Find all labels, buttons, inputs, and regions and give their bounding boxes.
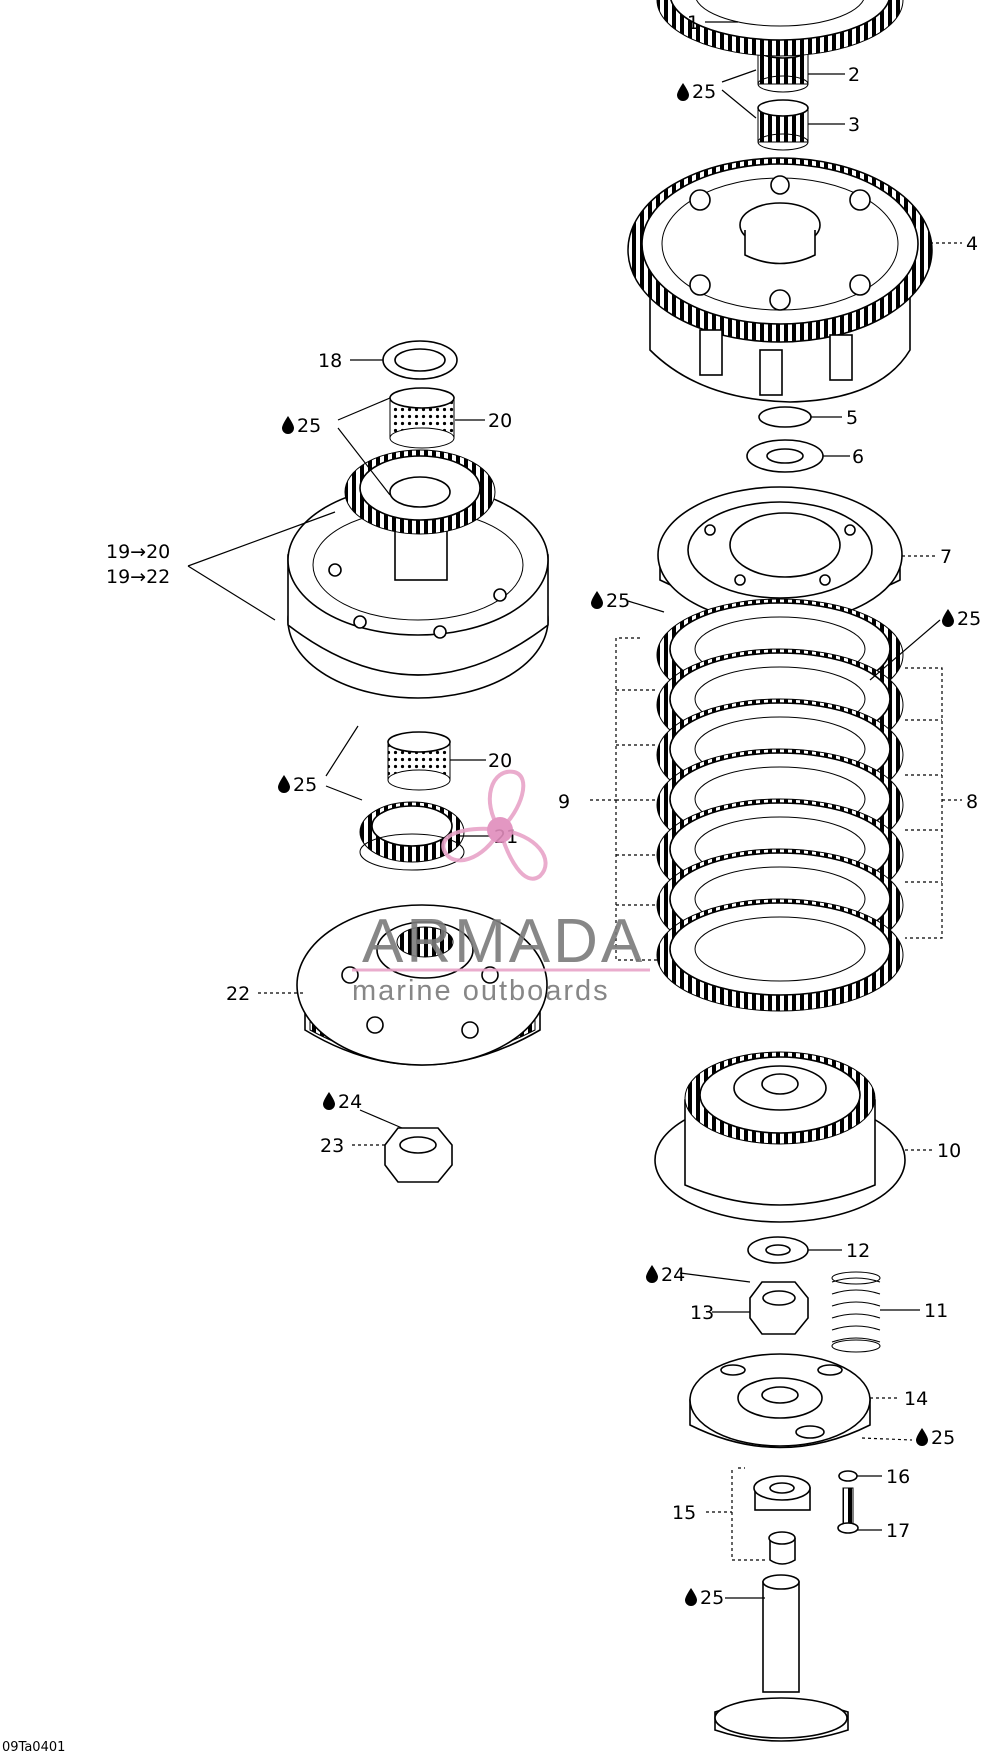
starter-gear-assembly-part-19 xyxy=(287,449,549,699)
callout-20-lower: 20 xyxy=(488,750,512,772)
callout-15: 15 xyxy=(672,1502,696,1524)
washer-part-18 xyxy=(382,340,458,380)
callout-11: 11 xyxy=(924,1300,948,1322)
callout-13: 13 xyxy=(690,1302,714,1324)
lubricant-callout-24-right: 24 xyxy=(646,1264,685,1286)
callout-18: 18 xyxy=(318,350,342,372)
watermark-subtitle: marine outboards xyxy=(352,975,610,1007)
callout-10: 10 xyxy=(937,1140,961,1162)
pressure-plate-part-7 xyxy=(657,486,903,624)
push-rod-shaft xyxy=(714,1574,849,1742)
oil-drop-icon xyxy=(677,83,689,101)
needle-bearing-part-3 xyxy=(757,99,809,151)
callout-20-upper: 20 xyxy=(488,410,512,432)
svg-text:25: 25 xyxy=(293,774,317,796)
svg-text:25: 25 xyxy=(700,1587,724,1609)
o-ring-part-5 xyxy=(758,406,812,428)
svg-text:25: 25 xyxy=(297,415,321,437)
svg-text:24: 24 xyxy=(338,1091,362,1113)
watermark: ARMADA marine outboards xyxy=(352,769,650,1007)
callout-22: 22 xyxy=(226,983,250,1005)
figure-reference-code: 09Ta0401 xyxy=(2,1740,66,1755)
clutch-housing-part-4 xyxy=(627,157,933,403)
lubricant-callout-25-plates-left: 25 xyxy=(591,590,630,612)
clutch-plate-stack-parts-8-9 xyxy=(656,0,904,1012)
oil-drop-icon xyxy=(323,1092,335,1110)
lubricant-callout-25-lower-left: 25 xyxy=(278,774,317,796)
svg-text:25: 25 xyxy=(957,608,981,630)
oil-drop-icon xyxy=(685,1588,697,1606)
nut-part-13 xyxy=(749,1281,809,1335)
callout-1: 1 xyxy=(687,12,699,34)
watermark-title: ARMADA xyxy=(362,907,645,976)
callout-2: 2 xyxy=(848,64,860,86)
callout-12: 12 xyxy=(846,1240,870,1262)
washer-part-6 xyxy=(746,439,824,473)
spring-part-11 xyxy=(831,1271,881,1353)
oil-drop-icon xyxy=(591,591,603,609)
callout-4: 4 xyxy=(966,233,978,255)
lubricant-callout-25-lifter: 25 xyxy=(916,1427,955,1449)
propeller-logo-icon xyxy=(441,769,548,881)
lubricant-callout-25-shaft: 25 xyxy=(685,1587,724,1609)
callout-23: 23 xyxy=(320,1135,344,1157)
callout-8: 8 xyxy=(966,791,978,813)
callout-14: 14 xyxy=(904,1388,928,1410)
callout-3: 3 xyxy=(848,114,860,136)
screw-part-17 xyxy=(837,1487,859,1534)
lubricant-callout-25-upper-left: 25 xyxy=(282,415,321,437)
lifter-plate-part-14 xyxy=(689,1353,871,1449)
callout-16: 16 xyxy=(886,1466,910,1488)
callout-7: 7 xyxy=(940,546,952,568)
oil-drop-icon xyxy=(282,416,294,434)
oil-drop-icon xyxy=(278,775,290,793)
lubricant-callout-24-left: 24 xyxy=(323,1091,362,1113)
callout-19-20: 19→20 xyxy=(106,541,170,563)
oil-drop-icon xyxy=(916,1428,928,1446)
lubricant-callout-25-plates-right: 25 xyxy=(942,608,981,630)
svg-text:25: 25 xyxy=(606,590,630,612)
washer-part-12 xyxy=(747,1236,809,1264)
svg-text:24: 24 xyxy=(661,1264,685,1286)
sprag-clutch-part-21 xyxy=(359,801,465,871)
callout-9: 9 xyxy=(558,791,570,813)
oil-drop-icon xyxy=(646,1265,658,1283)
bushing-part-20-upper xyxy=(389,387,455,449)
callout-6: 6 xyxy=(852,446,864,468)
one-way-clutch-housing-part-22 xyxy=(296,904,548,1066)
oil-drop-icon xyxy=(942,609,954,627)
lubricant-callout-25-top: 25 xyxy=(677,81,716,103)
svg-text:25: 25 xyxy=(692,81,716,103)
clutch-hub-part-10 xyxy=(654,1051,906,1223)
callout-19-22: 19→22 xyxy=(106,566,170,588)
callout-5: 5 xyxy=(846,407,858,429)
callout-17: 17 xyxy=(886,1520,910,1542)
svg-text:25: 25 xyxy=(931,1427,955,1449)
washer-part-16 xyxy=(838,1470,858,1482)
bearing-part-15 xyxy=(753,1475,811,1565)
bushing-part-20-lower xyxy=(387,731,451,791)
nut-part-23 xyxy=(384,1127,453,1183)
